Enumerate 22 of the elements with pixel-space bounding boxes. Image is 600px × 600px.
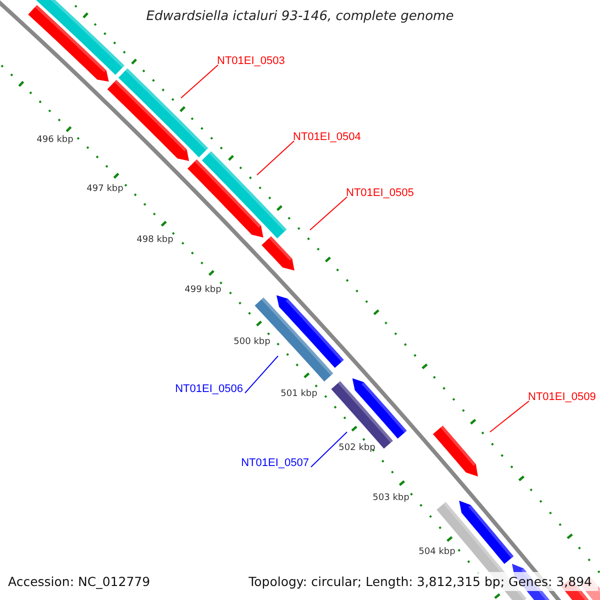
tick-label: 497 kbp — [86, 184, 124, 194]
leader-line — [180, 64, 218, 98]
tick-label: 501 kbp — [280, 389, 318, 399]
tick-label: 503 kbp — [372, 493, 410, 503]
leader-line — [310, 432, 348, 468]
tick-label: 500 kbp — [232, 337, 272, 347]
leader-line — [490, 400, 530, 432]
tick-label: 504 kbp — [418, 547, 456, 557]
leader-line — [256, 140, 294, 176]
tick-label: 498 kbp — [136, 235, 174, 245]
leader-line — [310, 196, 348, 230]
gene-label: NT01EI_0503 — [217, 55, 285, 67]
gene-label: NT01EI_0509 — [528, 391, 596, 403]
title: Edwardsiella ictaluri 93-146, complete genome — [145, 9, 455, 24]
gene-label: NT01EI_0507 — [241, 457, 309, 469]
gene-label: NT01EI_0504 — [293, 131, 361, 143]
gene-label: NT01EI_0506 — [175, 383, 243, 395]
gene-label: NT01EI_0505 — [346, 187, 414, 199]
tick-label: 502 kbp — [338, 443, 376, 453]
tick-label: 496 kbp — [36, 135, 74, 145]
leader-line — [244, 356, 278, 394]
tick-label: 499 kbp — [184, 285, 222, 295]
